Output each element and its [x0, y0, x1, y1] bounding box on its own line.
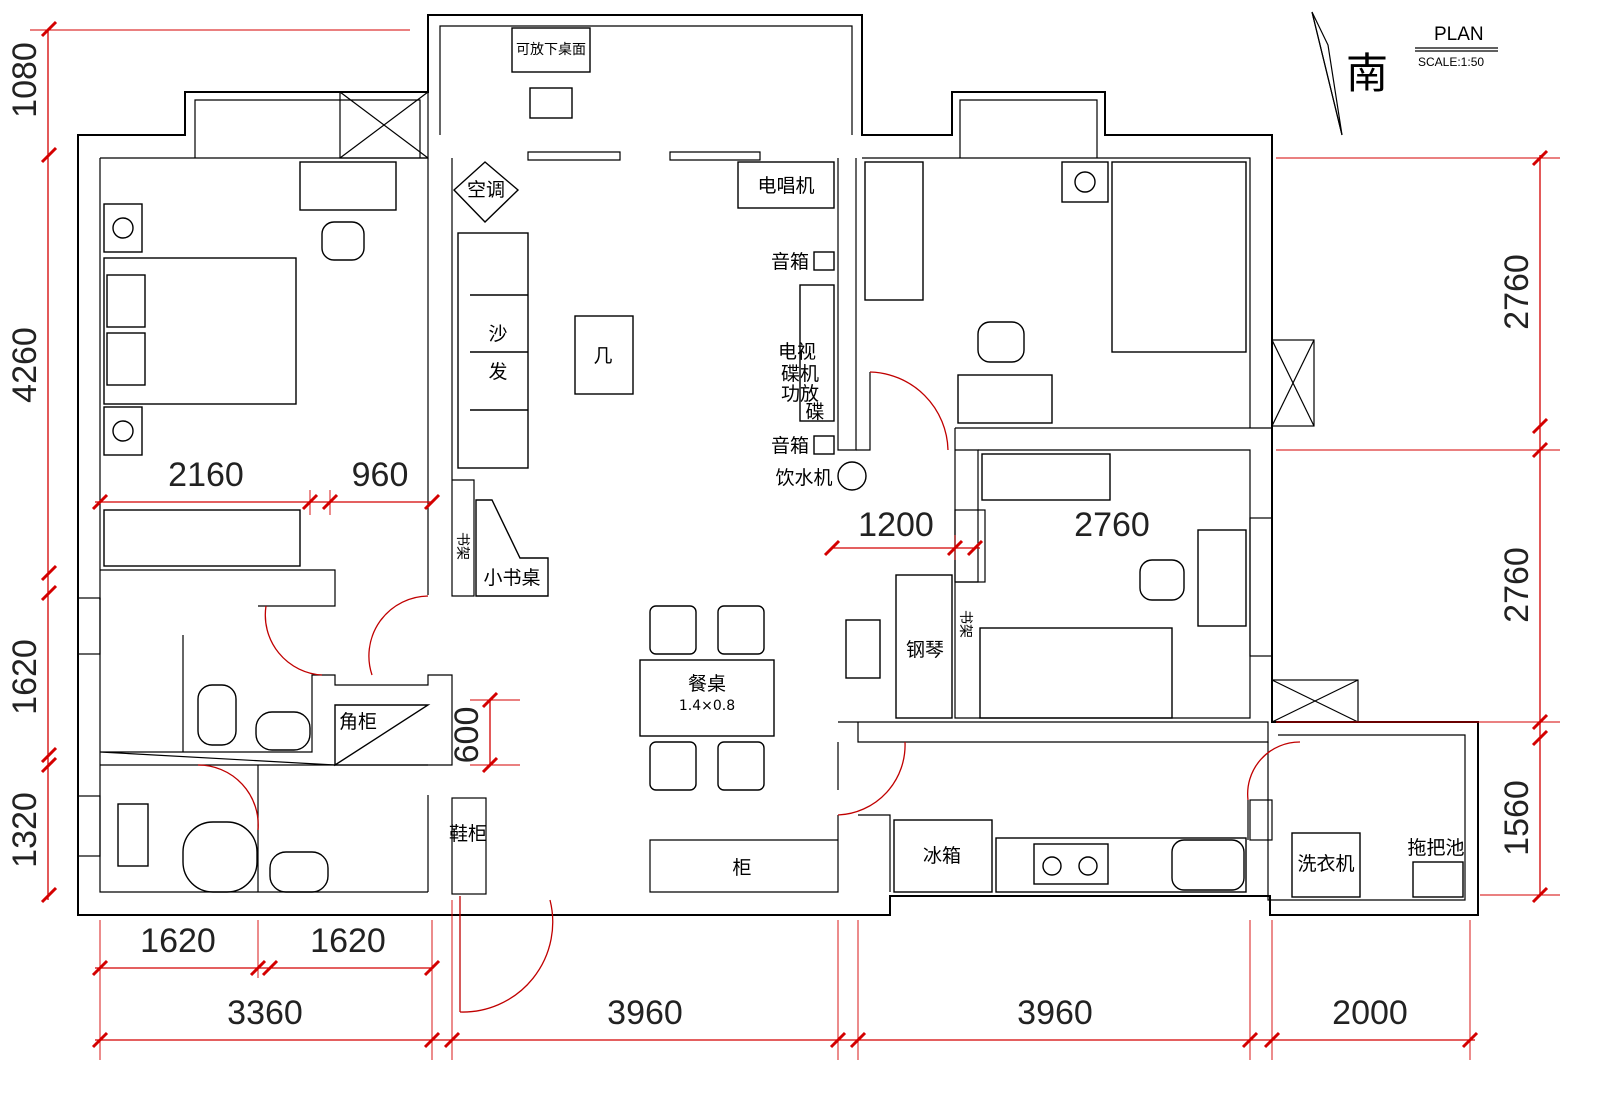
plan-title: PLAN [1434, 24, 1484, 45]
door-swings [197, 371, 1301, 1013]
dim-bottom-3960-a: 3960 [607, 994, 683, 1032]
label-piano: 钢琴 [906, 639, 944, 661]
dim-bottom-2000: 2000 [1332, 994, 1408, 1032]
dim-left-1620: 1620 [6, 639, 44, 715]
dim-bottom-3360: 3360 [227, 994, 303, 1032]
plan-scale: SCALE:1:50 [1418, 55, 1484, 69]
label-washer: 洗衣机 [1297, 853, 1354, 875]
dimension-text: 1080 4260 1620 1320 2760 2760 1560 1620 … [6, 42, 1536, 1032]
dim-right-2760-top: 2760 [1498, 254, 1536, 330]
dim-bottom-3960-b: 3960 [1017, 994, 1093, 1032]
dim-bottom-1620-a: 1620 [140, 922, 216, 960]
dim-right-1560: 1560 [1498, 780, 1536, 856]
dimension-ticks [40, 20, 1549, 1049]
walls [77, 14, 1479, 916]
dim-interior-2760: 2760 [1074, 506, 1150, 544]
label-corner-cabinet: 角柜 [339, 711, 377, 733]
labels: 可放下桌面 空调 电唱机 音箱 音箱 电视 碟机 功放 碟 饮水机 沙 发 几 … [339, 42, 1465, 879]
dim-interior-960: 960 [352, 456, 409, 494]
label-dining-size: 1.4×0.8 [679, 698, 735, 714]
label-sofa-1: 沙 [488, 323, 507, 345]
label-disc: 碟 [805, 401, 824, 423]
label-fridge: 冰箱 [923, 845, 961, 867]
label-dining-table: 餐桌 [688, 673, 726, 695]
label-desk-top: 可放下桌面 [516, 42, 586, 58]
label-shoe-cabinet-1: 鞋柜 [449, 823, 487, 845]
dim-left-4260: 4260 [6, 327, 44, 403]
orientation-label: 南 [1346, 49, 1388, 98]
dim-interior-1200: 1200 [858, 506, 934, 544]
north-arrow-icon [1311, 11, 1343, 136]
label-coffee-table: 几 [593, 345, 612, 367]
label-record-player: 电唱机 [757, 175, 814, 197]
furniture [103, 27, 1464, 898]
label-sofa-2: 发 [488, 361, 507, 383]
label-cd-player: 碟机 [781, 363, 819, 385]
dim-left-1320: 1320 [6, 792, 44, 868]
label-aircon: 空调 [467, 179, 505, 201]
label-bookshelf-left: 书架 [454, 532, 470, 560]
label-cabinet: 柜 [732, 857, 751, 879]
label-mop-sink: 拖把池 [1407, 837, 1464, 859]
label-bookshelf-right: 书架 [957, 610, 973, 638]
label-tv: 电视 [778, 341, 816, 363]
dim-interior-600: 600 [448, 707, 486, 764]
label-speaker-bottom: 音箱 [771, 435, 809, 457]
dim-interior-2160: 2160 [168, 456, 244, 494]
label-amplifier: 功放 [781, 383, 819, 405]
dim-left-1080: 1080 [6, 42, 44, 118]
dim-bottom-1620-b: 1620 [310, 922, 386, 960]
label-water-dispenser: 饮水机 [775, 467, 832, 489]
label-speaker-top: 音箱 [771, 251, 809, 273]
label-small-desk: 小书桌 [483, 567, 540, 589]
dim-right-2760-mid: 2760 [1498, 547, 1536, 623]
